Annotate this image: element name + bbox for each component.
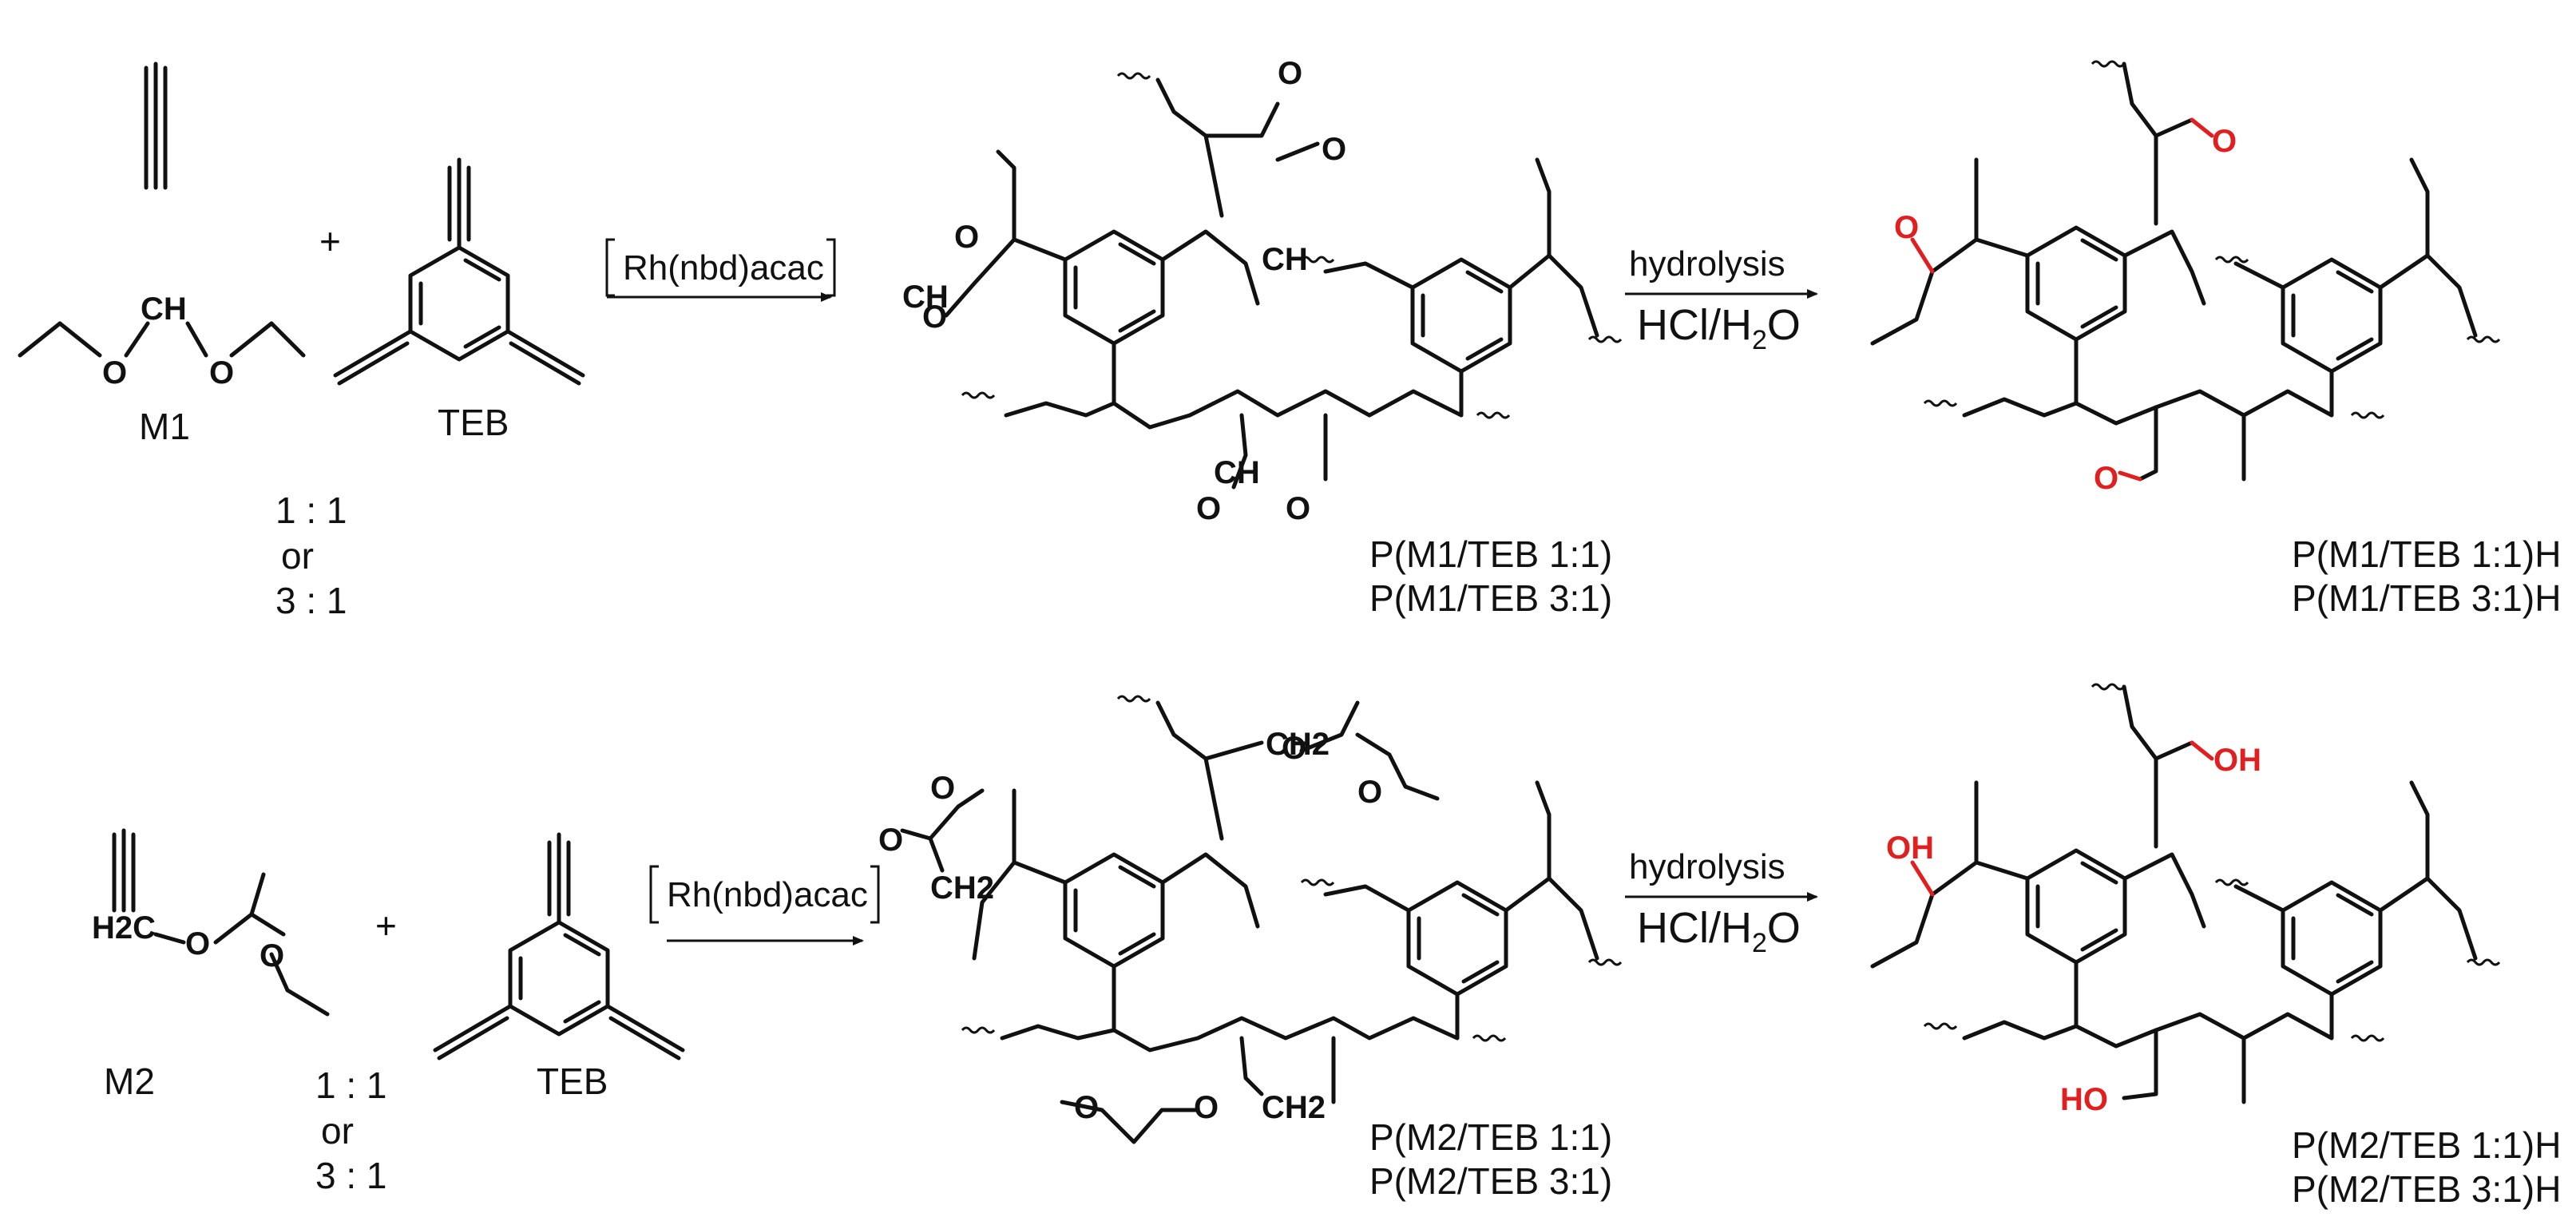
product-2-label-a: P(M2/TEB 1:1) [1369, 1116, 1612, 1158]
m2-oxygen-1: O [185, 926, 210, 961]
aldehyde-o-1b: O [2094, 461, 2118, 496]
aldehyde-o-1a: O [2212, 124, 2237, 159]
m1-ch-atom: CH [141, 291, 187, 327]
oxy-2f: O [1074, 1090, 1099, 1125]
oxy-1e: O [1196, 491, 1221, 526]
side-ch2-2b: CH2 [930, 870, 994, 906]
hydrolyzed-network-2: OH HO OH [1870, 683, 2501, 1117]
aldehyde-o-1c: O [1894, 210, 1919, 245]
product-2-label-b: P(M2/TEB 3:1) [1369, 1160, 1612, 1202]
side-ch-1b: CH [1214, 455, 1260, 490]
product-1-label-a: P(M1/TEB 1:1) [1369, 533, 1612, 575]
hydrolyzed-network-1: O O O [1870, 60, 2501, 496]
oxy-2d: O [878, 823, 903, 858]
ratio-1-row2: 1 : 1 [315, 1064, 387, 1106]
m2-h2c-atom: H2C [92, 910, 156, 946]
catalyst-label-2: Rh(nbd)acac [667, 875, 868, 914]
catalyst-label-1: Rh(nbd)acac [623, 248, 824, 287]
ratio-1-row1: 1 : 1 [275, 490, 347, 531]
oxy-1b: O [1322, 132, 1346, 167]
row-1: CH O O M1 + TEB 1 : 1 or 3 : 1 Rh(nbd)ac… [18, 56, 2561, 621]
oxy-1d: O [922, 299, 947, 335]
teb-label-1: TEB [438, 402, 509, 443]
hydroxyl-2a: OH [2213, 743, 2261, 778]
m1-oxygen-right: O [209, 355, 234, 391]
m2-label: M2 [104, 1061, 155, 1102]
ratio-or-row1: or [281, 535, 314, 577]
hcl-water-2: HCl/H2O [1637, 904, 1801, 958]
plus-sign-2: + [375, 905, 397, 946]
hcl-water-1: HCl/H2O [1637, 301, 1801, 355]
oxy-1f: O [1286, 491, 1310, 526]
hydrolyzed-1-label-b: P(M1/TEB 3:1)H [2292, 577, 2561, 619]
hydroxyl-2b: HO [2060, 1082, 2108, 1117]
monomer-m1-structure: CH O O M1 [18, 61, 306, 447]
oxy-2a: O [1282, 731, 1306, 766]
teb-structure-1: TEB [333, 157, 585, 443]
m1-oxygen-left: O [102, 355, 127, 391]
m2-oxygen-2: O [260, 938, 284, 973]
ratio-or-row2: or [321, 1110, 354, 1152]
oxy-1c: O [954, 220, 979, 255]
hydrolysis-label-2: hydrolysis [1629, 847, 1785, 886]
side-ch2-2c: CH2 [1262, 1090, 1326, 1125]
teb-structure-2: TEB [433, 832, 685, 1102]
m1-label: M1 [139, 406, 190, 447]
monomer-m2-structure: H2C O O M2 [92, 828, 330, 1102]
ratio-2-row2: 3 : 1 [315, 1155, 387, 1196]
oxy-2c: O [930, 771, 955, 806]
oxy-2e: O [1194, 1090, 1219, 1125]
teb-label-2: TEB [537, 1061, 608, 1102]
hydrolyzed-1-label-a: P(M1/TEB 1:1)H [2292, 533, 2561, 575]
hydrolysis-label-1: hydrolysis [1629, 244, 1785, 283]
hydrolyzed-2-label-a: P(M2/TEB 1:1)H [2292, 1124, 2561, 1166]
polymer-network-1: CH CH CH O O O O O O [902, 56, 1623, 526]
plus-sign-1: + [319, 220, 341, 262]
ratio-2-row1: 3 : 1 [275, 580, 347, 621]
hydrolyzed-2-label-b: P(M2/TEB 3:1)H [2292, 1168, 2561, 1210]
side-ch2-2a: CH2 [1266, 727, 1330, 762]
oxy-2b: O [1357, 775, 1382, 810]
polymer-network-2: CH2 CH2 CH2 O O O O O O [878, 695, 1623, 1144]
oxy-1a: O [1278, 56, 1302, 91]
product-1-label-b: P(M1/TEB 3:1) [1369, 577, 1612, 619]
side-ch-1c: CH [902, 279, 949, 315]
row-2: H2C O O M2 + TEB 1 : 1 or 3 : 1 Rh(nbd)a… [92, 683, 2561, 1210]
side-ch-1a: CH [1262, 242, 1308, 277]
hydroxyl-2c: OH [1886, 831, 1934, 866]
